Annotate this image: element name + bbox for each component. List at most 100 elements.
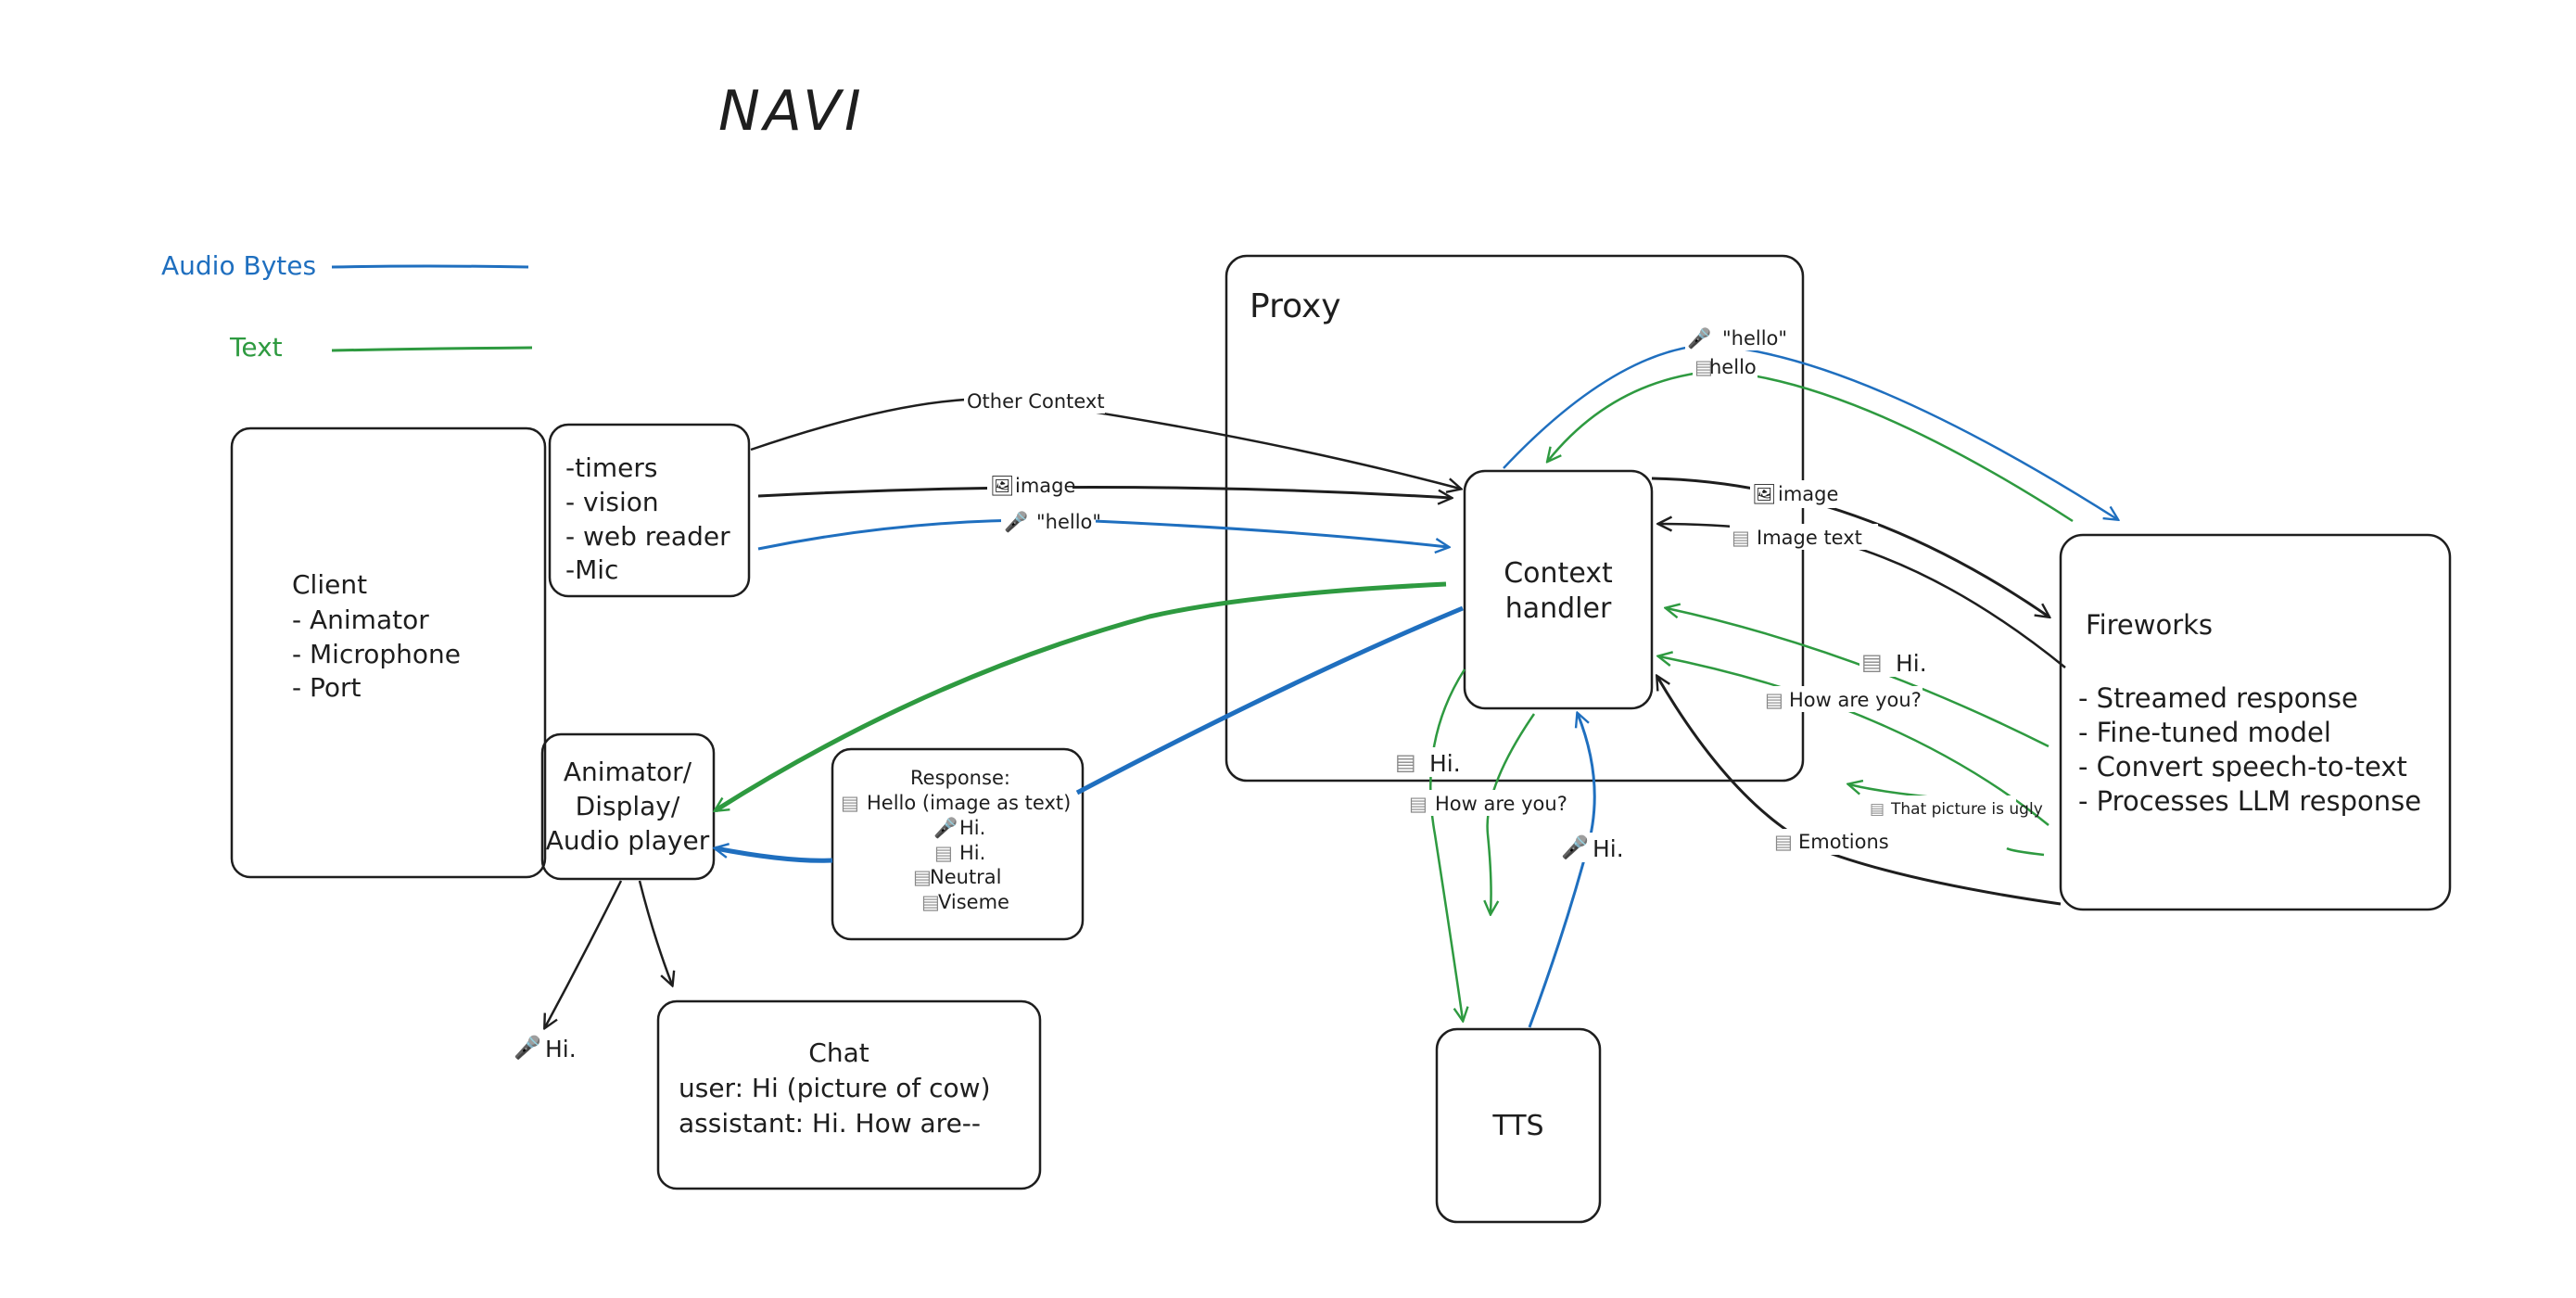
context-handler-label: Context handler — [1504, 557, 1613, 625]
inputs-item: - vision — [565, 487, 659, 517]
edge-labels: Other Context 🖼 image 🎤 "hello" 🎤 "hello… — [514, 324, 2043, 1063]
label-bg — [1001, 508, 1096, 536]
response-title: Response: — [910, 767, 1010, 789]
edge-animator-to-chat — [638, 880, 672, 985]
doc-icon: ▤ — [1765, 689, 1783, 711]
label-how-from-fw: How are you? — [1789, 689, 1922, 711]
legend: Audio Bytes Text — [161, 250, 533, 363]
mic-icon: 🎤 — [1004, 510, 1028, 533]
context-handler-line: handler — [1505, 592, 1612, 625]
inputs-box — [548, 423, 751, 598]
label-bg — [1730, 524, 1878, 550]
fireworks-item: - Processes LLM response — [2078, 785, 2421, 817]
inputs-list: -timers - vision - web reader -Mic — [565, 452, 730, 585]
label-hello-audio-out: "hello" — [1722, 327, 1787, 350]
edge-other-context — [750, 397, 1460, 489]
chat-box — [656, 999, 1042, 1190]
edge-response-to-animator — [716, 848, 833, 863]
label-bg — [1559, 833, 1635, 862]
doc-icon: ▤ — [913, 866, 932, 888]
edge-how-from-fw — [1659, 656, 2049, 826]
label-bg — [1772, 829, 1888, 855]
legend-audio-label: Audio Bytes — [161, 250, 316, 281]
animator-line: Audio player — [546, 825, 710, 856]
context-handler-box — [1463, 469, 1654, 710]
inputs-item: - web reader — [565, 521, 730, 552]
label-bg — [987, 471, 1072, 499]
image-icon: 🖼 — [990, 475, 1015, 497]
label-hi-from-fw: Hi. — [1896, 650, 1927, 677]
edge-hello-audio-in — [757, 518, 1448, 549]
edge-image-in — [757, 485, 1451, 498]
response-line: Hi. — [959, 842, 985, 864]
client-item: - Port — [292, 672, 362, 703]
doc-icon: ▤ — [1870, 800, 1884, 819]
client-title: Client — [292, 569, 367, 600]
edge-hi-from-tts — [1528, 714, 1596, 1028]
label-image-text: Image text — [1757, 527, 1862, 549]
diagram-title: NAVI — [718, 79, 865, 144]
edge-hi-to-tts — [1429, 668, 1465, 1020]
doc-icon: ▤ — [1774, 831, 1793, 853]
label-hi-mic-out: Hi. — [545, 1036, 577, 1063]
inputs-item: -timers — [565, 452, 657, 483]
edge-animator-to-mic — [545, 880, 623, 1027]
chat-line: user: Hi (picture of cow) — [679, 1073, 991, 1103]
label-hello-text-back: hello — [1709, 356, 1757, 378]
edge-audio-to-response — [1075, 605, 1464, 795]
image-icon: 🖼 — [1752, 483, 1777, 505]
proxy-title: Proxy — [1250, 287, 1341, 325]
label-hi-to-tts: Hi. — [1429, 750, 1461, 777]
tts-box — [1435, 1027, 1602, 1224]
chat-title: Chat — [808, 1037, 869, 1068]
mic-icon: 🎤 — [514, 1034, 541, 1061]
response-content: Response: ▤ Hello (image as text) 🎤 Hi. … — [841, 767, 1071, 913]
doc-icon: ▤ — [934, 842, 953, 864]
animator-line: Animator/ — [564, 757, 692, 787]
label-image-in: image — [1015, 475, 1075, 497]
response-line: Hi. — [959, 817, 985, 839]
response-box — [831, 747, 1085, 941]
mic-icon: 🎤 — [1687, 326, 1711, 350]
label-bg — [1763, 686, 1922, 712]
fireworks-item: - Fine-tuned model — [2078, 717, 2331, 748]
edge-image-out — [1651, 477, 2049, 617]
animator-label: Animator/ Display/ Audio player — [546, 757, 710, 856]
chat-content: Chat user: Hi (picture of cow) assistant… — [679, 1037, 991, 1139]
edge-text-to-animator — [716, 581, 1447, 810]
label-hi-from-tts: Hi. — [1593, 835, 1624, 862]
context-handler-line: Context — [1504, 557, 1613, 590]
doc-icon: ▤ — [1395, 749, 1416, 775]
label-bg — [1750, 480, 1835, 508]
label-bg — [1868, 795, 2016, 842]
client-item: - Animator — [292, 604, 429, 635]
fireworks-content: Fireworks - Streamed response - Fine-tun… — [2078, 609, 2421, 817]
label-hello-in: "hello" — [1036, 511, 1101, 533]
doc-icon: ▤ — [921, 891, 940, 913]
doc-icon: ▤ — [841, 792, 859, 814]
doc-icon: ▤ — [1694, 356, 1713, 378]
label-bg — [1407, 790, 1568, 816]
tts-label: TTS — [1491, 1110, 1543, 1142]
label-bg — [1693, 354, 1758, 378]
legend-text-line — [331, 346, 533, 352]
mic-icon: 🎤 — [1561, 834, 1589, 860]
label-how-to-tts: How are you? — [1435, 793, 1567, 815]
doc-icon: ▤ — [1409, 793, 1428, 815]
label-bg — [1685, 324, 1778, 350]
fireworks-title: Fireworks — [2086, 609, 2213, 641]
inputs-item: -Mic — [565, 554, 618, 585]
client-item: - Microphone — [292, 639, 461, 669]
mic-icon: 🎤 — [933, 816, 958, 839]
fireworks-item: - Streamed response — [2078, 682, 2358, 714]
fireworks-item: - Convert speech-to-text — [2078, 751, 2407, 783]
label-emotions: Emotions — [1798, 831, 1889, 853]
label-other-context: Other Context — [967, 390, 1105, 413]
edge-hi-from-fw — [1667, 608, 2049, 748]
proxy-box — [1225, 254, 1805, 783]
legend-audio-line — [331, 264, 529, 269]
client-box — [230, 426, 547, 879]
label-image-out: image — [1778, 483, 1838, 505]
fireworks-box — [2059, 533, 2452, 911]
chat-line: assistant: Hi. How are-- — [679, 1108, 981, 1139]
